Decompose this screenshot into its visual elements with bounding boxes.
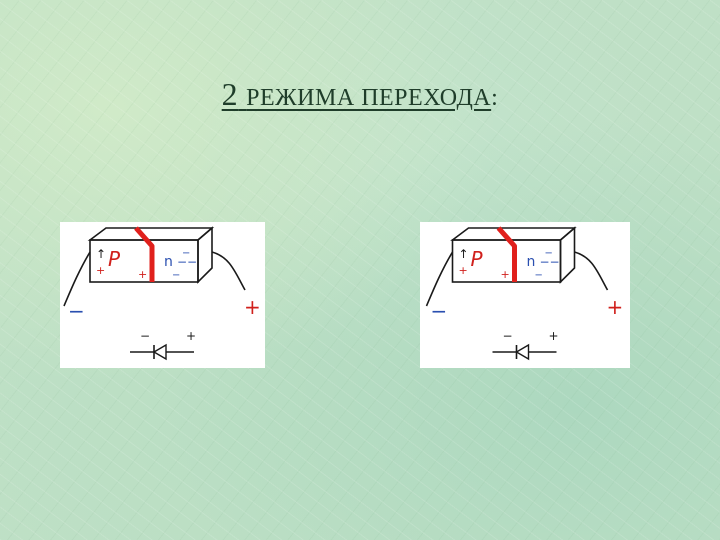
box-side-face <box>559 226 576 284</box>
left-wire <box>63 251 91 307</box>
n-charge: − <box>545 248 553 259</box>
n-charge: − <box>535 270 543 281</box>
box-side-face <box>197 226 213 284</box>
minus-terminal: − <box>431 299 448 323</box>
n-label: n <box>527 254 536 270</box>
n-charge: −− <box>540 255 560 269</box>
right-wire <box>211 251 246 291</box>
pn-junction-sketch: ↑ P + + n −− − − − + − + <box>425 226 624 361</box>
p-plus-arrow: ↑ <box>459 247 469 261</box>
box-top-face <box>450 227 577 241</box>
diode-minus: − <box>140 329 150 343</box>
diode-symbol-icon <box>130 343 194 361</box>
pn-junction-sketch: ↑ P + + n −− − − − + − + <box>63 226 261 361</box>
title-number: 2 <box>221 76 239 112</box>
pn-junction-diagram-right: ↑ P + + n −− − − − + − + <box>420 222 630 368</box>
p-label: P <box>471 247 484 271</box>
plus-terminal: + <box>607 295 624 319</box>
slide-title: 2 РЕЖИМА ПЕРЕХОДА: <box>0 76 720 113</box>
plus-terminal: + <box>244 295 261 319</box>
n-charge: − <box>172 270 180 281</box>
title-text: РЕЖИМА ПЕРЕХОДА <box>246 85 492 111</box>
pn-junction-diagram-left: ↑ P + + n −− − − − + − + <box>60 222 265 368</box>
p-plus-arrow: ↑ <box>96 247 106 261</box>
diode-plus: + <box>186 329 196 343</box>
minus-terminal: − <box>68 299 85 323</box>
p-label: P <box>108 247 121 271</box>
p-charge: + <box>501 268 510 281</box>
diode-minus: − <box>503 329 513 343</box>
n-charge: − <box>182 248 190 259</box>
n-charge: −− <box>177 255 197 269</box>
p-charge: + <box>96 264 105 277</box>
diode-symbol-icon <box>492 343 557 361</box>
box-top-face <box>87 227 215 241</box>
title-colon: : <box>491 85 499 111</box>
n-label: n <box>164 254 173 270</box>
junction-line <box>134 226 155 282</box>
p-charge: + <box>459 264 468 277</box>
p-charge: + <box>138 268 147 281</box>
junction-line <box>496 226 517 282</box>
right-wire <box>574 251 609 291</box>
diode-plus: + <box>549 329 559 343</box>
left-wire <box>425 251 454 307</box>
